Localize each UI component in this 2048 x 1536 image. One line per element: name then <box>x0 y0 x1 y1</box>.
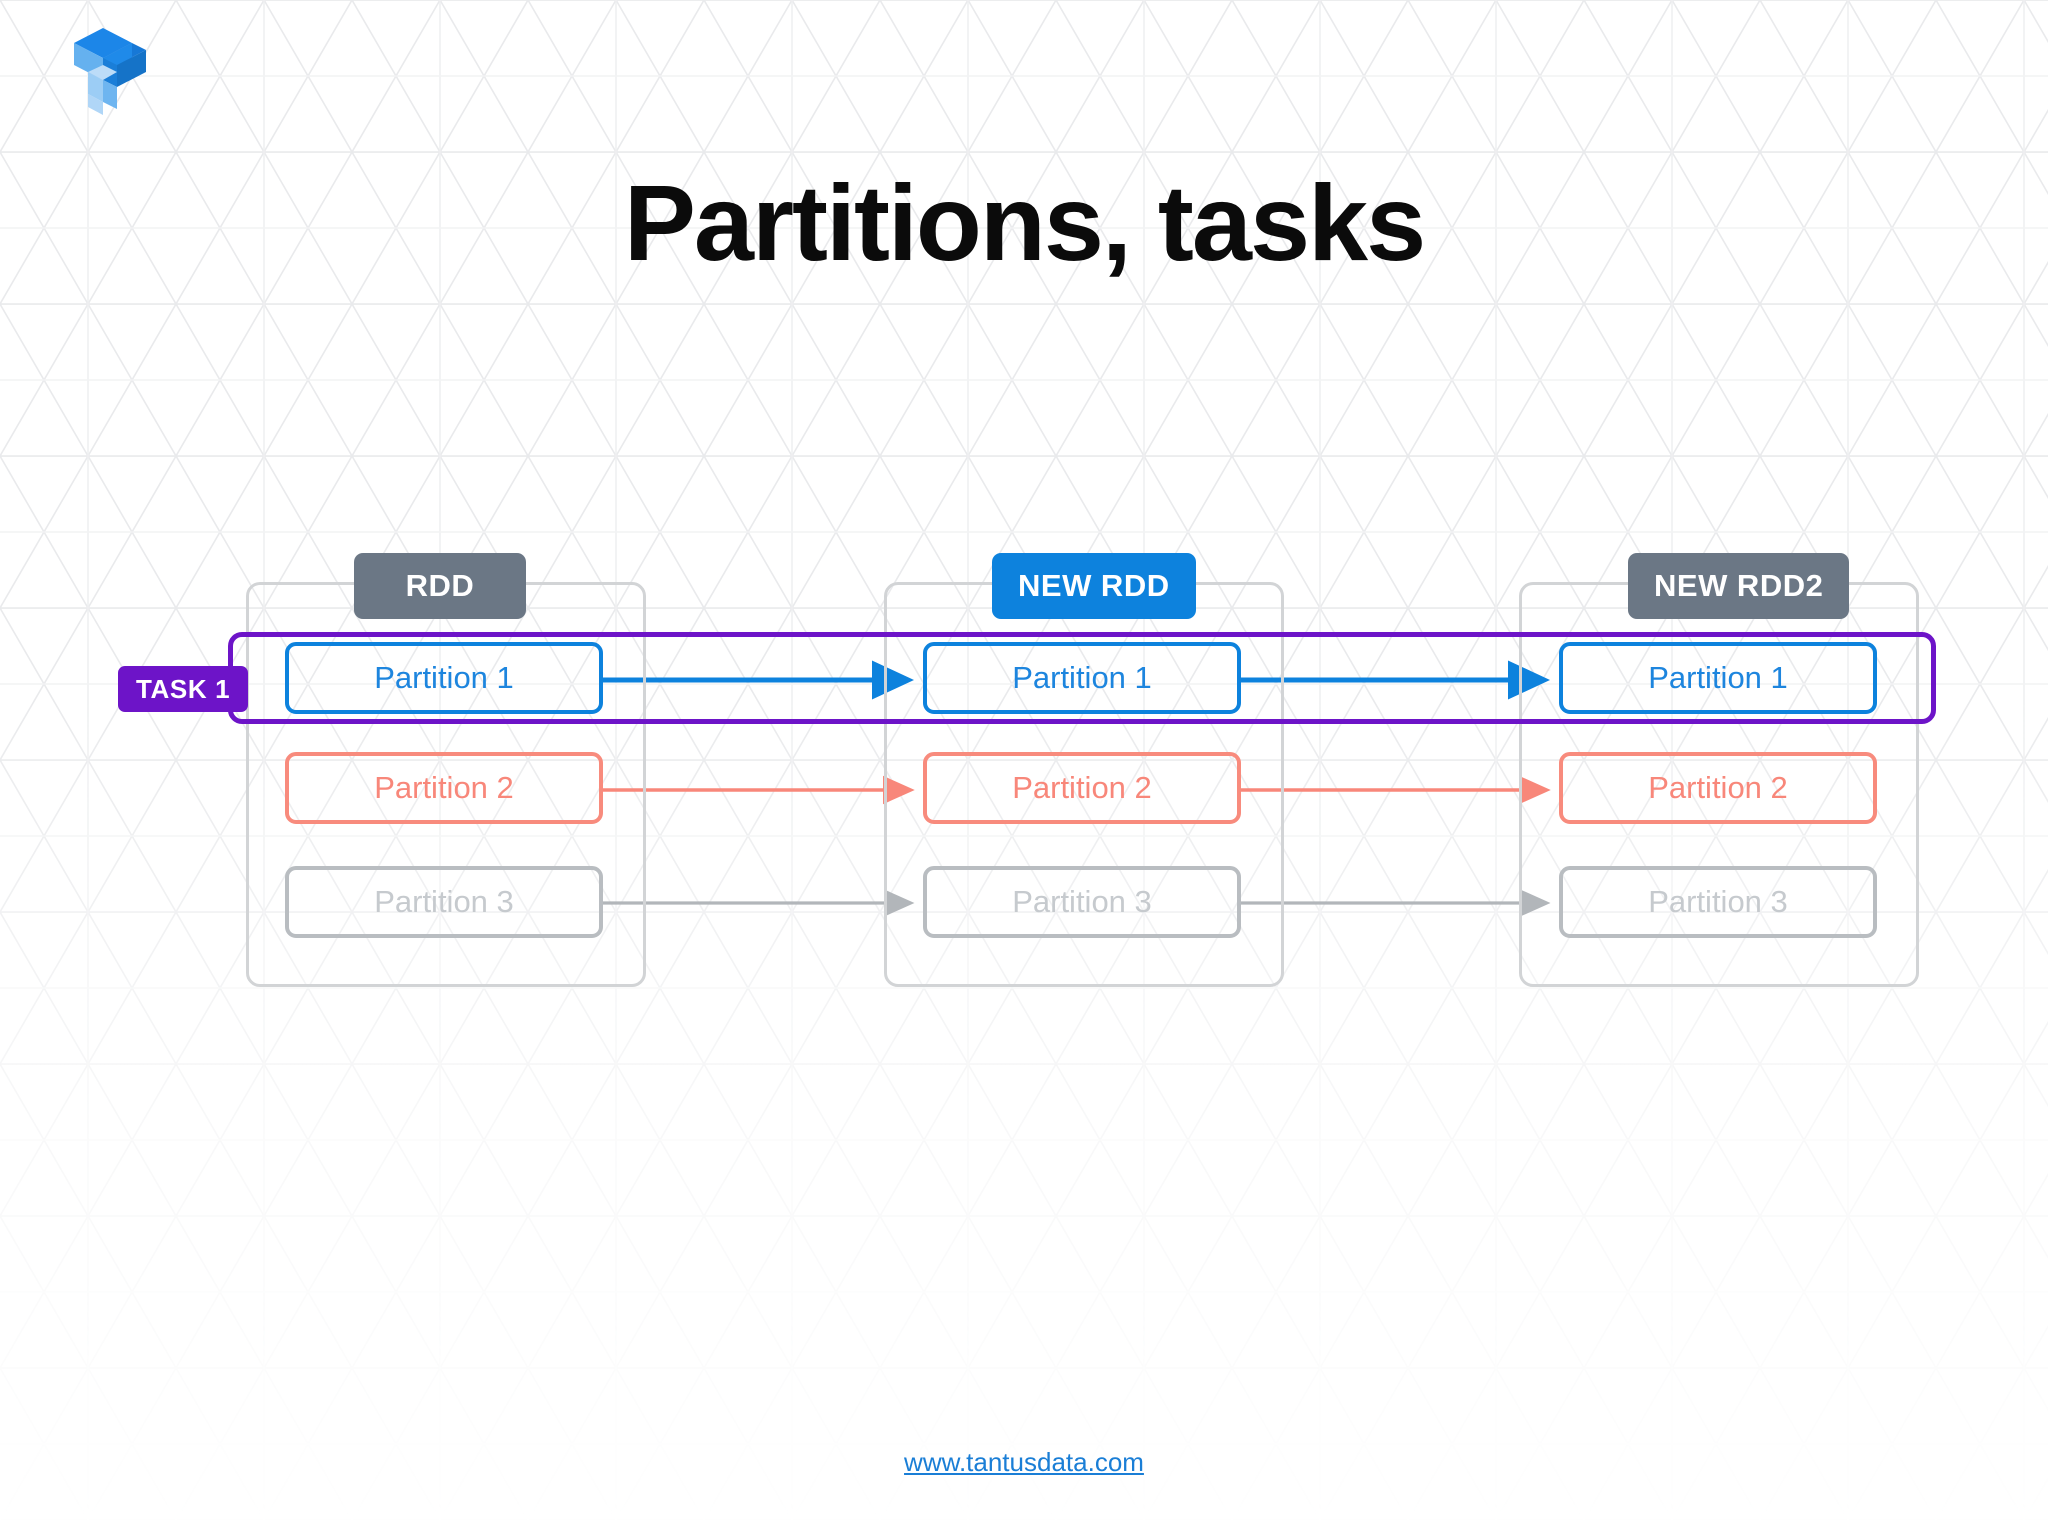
task-1-highlight-bracket <box>228 632 1936 724</box>
partition-box-rdd-2: Partition 2 <box>285 752 603 824</box>
partition-box-new-rdd2-2: Partition 2 <box>1559 752 1877 824</box>
footer-website-link[interactable]: www.tantusdata.com <box>904 1447 1144 1477</box>
task-1-badge: TASK 1 <box>118 666 249 712</box>
partition-box-new-rdd-3: Partition 3 <box>923 866 1241 938</box>
tantusdata-logo-icon <box>74 28 146 115</box>
partition-box-rdd-3: Partition 3 <box>285 866 603 938</box>
rdd-label-rdd: RDD <box>354 553 526 619</box>
partition-box-new-rdd2-3: Partition 3 <box>1559 866 1877 938</box>
partition-box-new-rdd-2: Partition 2 <box>923 752 1241 824</box>
page-title: Partitions, tasks <box>623 162 1426 283</box>
rdd-label-new-rdd2: NEW RDD2 <box>1628 553 1850 619</box>
rdd-label-new-rdd: NEW RDD <box>992 553 1196 619</box>
